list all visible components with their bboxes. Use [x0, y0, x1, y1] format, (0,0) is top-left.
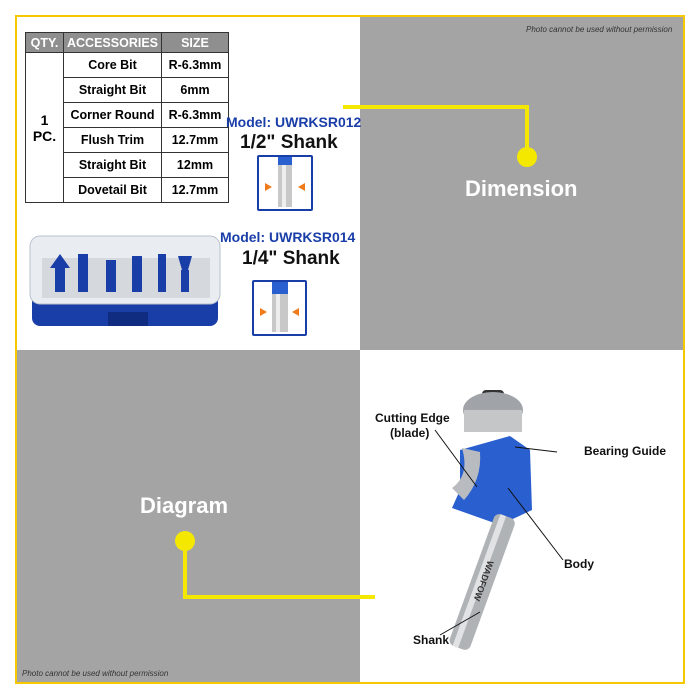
connector-line: [525, 105, 529, 155]
col-qty: QTY.: [25, 32, 64, 53]
shank-quarter-icon: [252, 280, 307, 336]
yellow-frame: [15, 15, 685, 684]
model-2: Model: UWRKSR014: [220, 229, 356, 245]
accessory-name: Straight Bit: [63, 152, 162, 178]
model-1: Model: UWRKSR012: [226, 114, 362, 130]
accessory-name: Flush Trim: [63, 127, 162, 153]
accessory-name: Core Bit: [63, 52, 162, 78]
accessory-name: Dovetail Bit: [63, 177, 162, 203]
label-cutting-edge: Cutting Edge: [375, 411, 450, 425]
label-body: Body: [564, 557, 594, 571]
accessory-size: R-6.3mm: [161, 102, 229, 128]
col-accessories: ACCESSORIES: [63, 32, 162, 53]
label-bearing-guide: Bearing Guide: [584, 444, 667, 458]
shank-1: 1/2" Shank: [240, 132, 338, 153]
shank-half-icon: [257, 155, 313, 211]
accessory-name: Straight Bit: [63, 77, 162, 103]
qty-cell: 1 PC.: [25, 52, 64, 203]
connector-line: [183, 595, 375, 599]
col-size: SIZE: [161, 32, 229, 53]
connector-dot: [517, 147, 537, 167]
accessory-size: 6mm: [161, 77, 229, 103]
watermark-note-top: Photo cannot be used without permission: [526, 25, 673, 34]
label-blade: (blade): [390, 426, 430, 440]
connector-dot: [175, 531, 195, 551]
connector-line: [183, 545, 187, 599]
diagram-panel: [16, 350, 360, 683]
watermark-note-bottom: Photo cannot be used without permission: [22, 669, 169, 678]
connector-line: [343, 105, 529, 109]
accessory-name: Corner Round: [63, 102, 162, 128]
dimension-heading: Dimension: [465, 176, 578, 201]
accessory-size: 12.7mm: [161, 177, 229, 203]
dimension-panel: [360, 16, 684, 350]
label-shank: Shank: [413, 633, 450, 647]
accessory-size: 12mm: [161, 152, 229, 178]
diagram-heading: Diagram: [140, 493, 229, 518]
router-bit-case-image: [29, 235, 221, 326]
router-bit-diagram: WADFOW: [434, 390, 564, 650]
accessory-size: R-6.3mm: [161, 52, 229, 78]
shank-2: 1/4" Shank: [242, 248, 340, 269]
accessory-size: 12.7mm: [161, 127, 229, 153]
